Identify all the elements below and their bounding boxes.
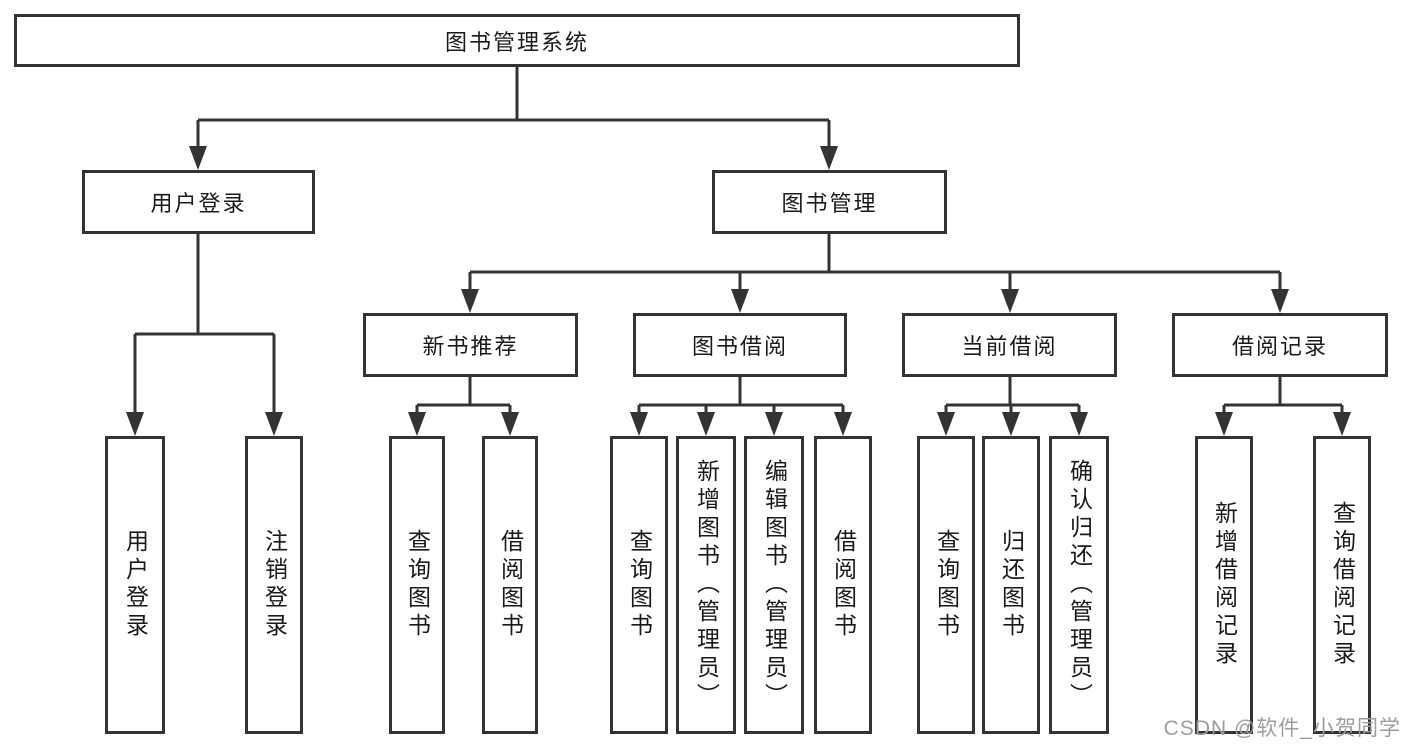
leaf-nb-borrow-books-label: 借阅图书 [497,529,524,641]
leaf-cb-query-books-label: 查询图书 [933,529,960,641]
node-user-login-label: 用户登录 [150,191,247,216]
node-book-management-label: 图书管理 [781,191,878,216]
leaf-cb-query-books: 查询图书 [917,436,975,734]
leaf-bb-edit-books-admin: 编辑图书（管理员） [744,436,804,734]
node-root: 图书管理系统 [14,14,1020,67]
node-new-book-recommend: 新书推荐 [363,313,578,377]
arrow-down-icon [265,412,283,436]
node-book-management: 图书管理 [712,170,947,234]
arrow-down-icon [765,412,783,436]
node-current-borrow-label: 当前借阅 [961,334,1058,359]
leaf-br-add-record-label: 新增借阅记录 [1211,501,1238,669]
leaf-user-login-label: 用户登录 [122,529,149,641]
leaf-logout-label: 注销登录 [261,529,288,641]
leaf-bb-borrow-books: 借阅图书 [814,436,872,734]
arrow-down-icon [501,412,519,436]
arrow-down-icon [1333,412,1351,436]
leaf-nb-query-books: 查询图书 [389,436,445,734]
branch-new-book-recommend [415,377,512,418]
arrow-down-icon [1215,412,1233,436]
leaf-bb-add-books-admin: 新增图书（管理员） [676,436,736,734]
leaf-nb-borrow-books: 借阅图书 [482,436,538,734]
watermark: CSDN @软件_小贺同学 [1163,717,1401,740]
arrow-down-icon [461,289,479,313]
leaf-bb-borrow-books-label: 借阅图书 [830,529,857,641]
node-root-label: 图书管理系统 [444,29,589,55]
arrow-down-icon [937,412,955,436]
arrow-down-icon [630,412,648,436]
arrow-down-icon [126,412,144,436]
leaf-cb-return-books: 归还图书 [982,436,1040,734]
branch-book-borrow [637,377,845,418]
arrow-down-icon [189,146,207,170]
branch-root [196,67,831,150]
arrow-down-icon [1001,289,1019,313]
leaf-bb-query-books: 查询图书 [610,436,668,734]
node-new-book-recommend-label: 新书推荐 [422,334,519,359]
leaf-bb-query-books-label: 查询图书 [626,529,653,641]
arrow-down-icon [834,412,852,436]
node-user-login: 用户登录 [82,170,315,234]
leaf-br-query-record: 查询借阅记录 [1313,436,1371,734]
branch-borrow-records [1222,377,1344,418]
arrow-down-icon [408,412,426,436]
leaf-user-login: 用户登录 [105,436,165,734]
arrow-down-icon [697,412,715,436]
arrow-down-icon [1002,412,1020,436]
leaf-logout: 注销登录 [245,436,303,734]
branch-book-management [468,234,1282,295]
node-book-borrow: 图书借阅 [633,313,847,377]
node-book-borrow-label: 图书借阅 [691,334,788,359]
leaf-nb-query-books-label: 查询图书 [404,529,431,641]
node-borrow-records-label: 借阅记录 [1231,334,1328,359]
leaf-cb-return-books-label: 归还图书 [998,529,1025,641]
leaf-bb-edit-books-admin-label: 编辑图书（管理员） [761,459,788,711]
branch-current-borrow [944,377,1081,418]
node-borrow-records: 借阅记录 [1172,313,1388,377]
arrow-down-icon [820,146,838,170]
arrow-down-icon [1271,289,1289,313]
node-current-borrow: 当前借阅 [902,313,1117,377]
leaf-cb-confirm-return-admin-label: 确认归还（管理员） [1066,459,1093,711]
leaf-cb-confirm-return-admin: 确认归还（管理员） [1049,436,1109,734]
arrow-down-icon [731,289,749,313]
leaf-bb-add-books-admin-label: 新增图书（管理员） [693,459,720,711]
leaf-br-query-record-label: 查询借阅记录 [1329,501,1356,669]
arrow-down-icon [1070,412,1088,436]
branch-user-login [133,234,276,418]
leaf-br-add-record: 新增借阅记录 [1195,436,1253,734]
